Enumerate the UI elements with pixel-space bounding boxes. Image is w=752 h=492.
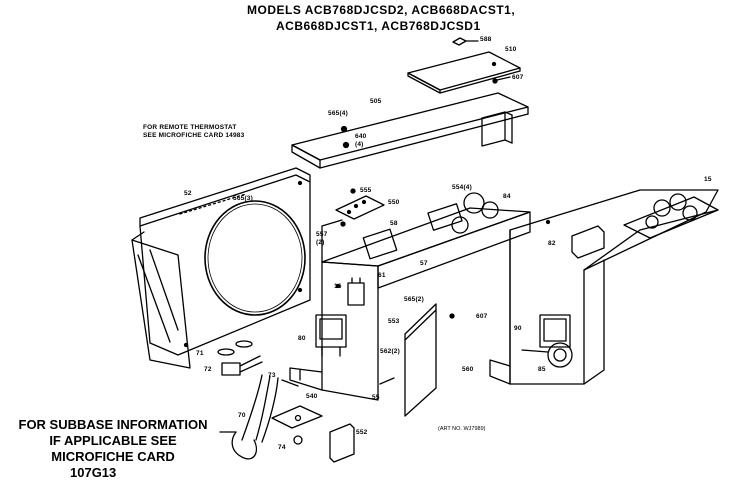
art-number: (ART NO. WJ7989) [438,426,486,432]
screw-73 [281,379,299,387]
right-base-section [489,189,719,385]
callout-71: 71 [196,350,204,357]
callout-74: 74 [278,444,286,451]
thermostat-note-line-2: SEE MICROFICHE CARD 14983 [143,132,245,139]
callout-553: 553 [388,318,400,325]
callout-555: 555 [360,187,372,194]
relay-90 [539,314,571,348]
left-side-bracket [131,231,191,369]
screw-557 [340,221,346,227]
callout-505: 505 [370,98,382,105]
models-title-line-2: ACB668DJCST1, ACB768DJCSD1 [276,19,481,33]
bracket-552 [329,423,355,463]
bushing-74 [293,435,303,445]
receptacle-72 [221,355,263,376]
subbase-note-line-1: FOR SUBBASE INFORMATION [18,417,208,432]
callout-510: 510 [505,46,517,53]
callout-16: 16 [334,283,342,290]
thermostat-note-line-1: FOR REMOTE THERMOSTAT [143,124,237,131]
callout-57: 57 [420,260,428,267]
coil-assembly [521,342,573,368]
screw-607b [449,313,455,319]
subbase-note: FOR SUBBASE INFORMATION IF APPLICABLE SE… [8,417,218,481]
subbase-note-line-3: MICROFICHE CARD [51,449,175,464]
callout-562: 562(2) [380,348,400,355]
capacitor-61 [347,277,365,306]
wire-leads-71 [217,340,253,356]
subbase-note-line-2: IF APPLICABLE SEE [49,433,177,448]
fan-shroud-panel [139,167,311,356]
cover-plate-540 [271,405,323,429]
subbase-note-line-4: 107G13 [70,465,117,480]
callout-85: 85 [538,366,546,373]
bracket-55 [379,377,395,385]
power-cord [219,374,279,460]
screw-555 [350,188,356,194]
callout-565-2: 565(2) [404,296,424,303]
callout-90: 90 [514,325,522,332]
bracket-82 [571,225,605,259]
callout-70: 70 [238,412,246,419]
callout-565-4: 565(4) [328,110,348,117]
control-mount-bracket [335,195,385,220]
callout-565-3: 565(3) [233,195,253,202]
callout-52: 52 [184,190,192,197]
callout-560: 560 [462,366,474,373]
callout-554: 554(4) [452,184,472,191]
callout-58: 58 [390,220,398,227]
callout-640-qty: (4) [355,141,364,148]
callout-640: 640 [355,133,367,140]
leader-607 [496,76,511,81]
callout-55: 55 [372,394,380,401]
callout-607: 607 [512,74,524,81]
callout-84: 84 [503,193,511,200]
callout-61: 61 [378,272,386,279]
callout-72: 72 [204,366,212,373]
callout-550: 550 [388,199,400,206]
callout-73: 73 [268,372,276,379]
callout-82: 82 [548,240,556,247]
callout-552: 552 [356,429,368,436]
callout-15: 15 [704,176,712,183]
callout-607-b: 607 [476,313,488,320]
callout-557-qty: (2) [316,239,325,246]
relay-80 [315,314,347,357]
screw-top [452,37,479,46]
cover-plate-510 [407,51,521,94]
callout-80: 80 [298,335,306,342]
top-rail-505 [291,92,529,169]
callout-588: 588 [480,36,492,43]
callout-557: 557 [316,231,328,238]
screw-607 [492,78,498,84]
access-panel-560 [404,303,437,417]
models-title-line-1: MODELS ACB768DJCSD2, ACB668DACST1, [247,3,516,17]
callout-540: 540 [306,393,318,400]
